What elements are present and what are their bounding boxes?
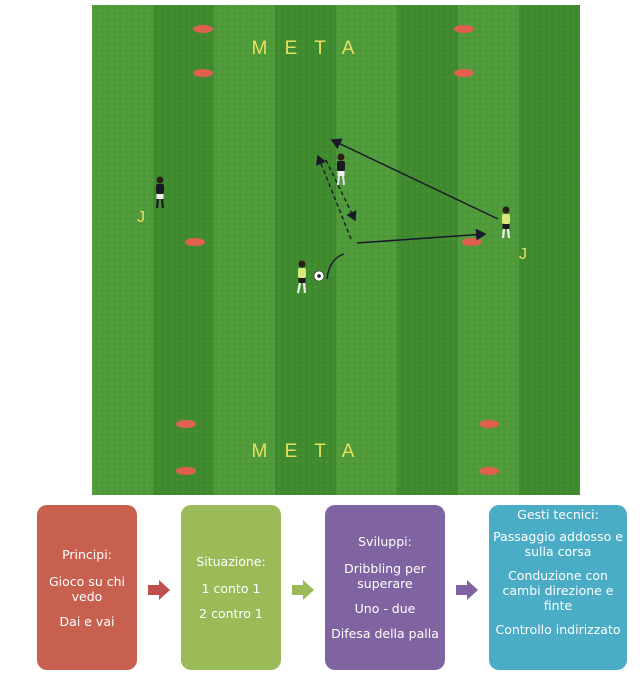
box-principi-line: Gioco su chi vedo — [49, 573, 125, 604]
cone — [185, 238, 205, 246]
box-sviluppi-line: Dribbling per superare — [344, 561, 426, 591]
training-pitch: M E T A M E T A J J — [92, 5, 580, 495]
cone — [176, 467, 196, 475]
run-arrow-dashed — [315, 154, 352, 240]
cones — [176, 25, 499, 475]
cone — [454, 25, 474, 33]
box-principi-line: Dai e vai — [59, 613, 115, 629]
meta-label-top: M E T A — [252, 38, 361, 59]
player-label-right: J — [519, 246, 527, 263]
pass-arrow-back — [330, 138, 499, 220]
player-center-dark — [336, 153, 346, 186]
cone — [193, 69, 213, 77]
box-gesti-line: Passaggio addosso e sulla corsa — [493, 529, 623, 559]
dribble-arrow — [326, 253, 345, 280]
pass-arrow-right — [356, 228, 487, 244]
box-situazione: Situazione: 1 conto 1 2 contro 1 — [181, 505, 281, 670]
box-situazione-line: 1 conto 1 — [201, 581, 261, 596]
ball — [313, 270, 325, 282]
box-gesti-title: Gesti tecnici: — [517, 507, 599, 522]
cone — [176, 420, 196, 428]
cone — [479, 467, 499, 475]
box-sviluppi-line: Difesa della palla — [331, 626, 439, 641]
arrow-right-icon — [292, 580, 314, 600]
movement-arrows — [315, 138, 499, 280]
box-sviluppi-title: Sviluppi: — [358, 534, 412, 549]
cone — [479, 420, 499, 428]
player-center-yellow — [296, 260, 307, 294]
cone — [193, 25, 213, 33]
grass-stripes — [92, 5, 580, 495]
box-gesti-tecnici: Gesti tecnici: Passaggio addosso e sulla… — [489, 505, 627, 670]
arrow-right-icon — [148, 580, 170, 600]
player-left-dark — [155, 176, 165, 209]
box-sviluppi: Sviluppi: Dribbling per superare Uno - d… — [325, 505, 445, 670]
box-sviluppi-line: Uno - due — [354, 601, 416, 616]
box-principi: Principi: Gioco su chi vedo Dai e vai — [37, 505, 137, 670]
box-situazione-title: Situazione: — [196, 554, 266, 569]
cone — [462, 238, 482, 246]
player-right-yellow — [501, 206, 511, 239]
cone — [454, 69, 474, 77]
box-situazione-line: 2 contro 1 — [199, 606, 263, 621]
player-label-left: J — [137, 209, 145, 226]
box-gesti-line: Controllo indirizzato — [495, 622, 621, 637]
box-gesti-line: Conduzione con cambi direzione e finte — [502, 568, 614, 613]
meta-label-bottom: M E T A — [252, 441, 361, 462]
box-principi-title: Principi: — [62, 546, 112, 562]
arrow-right-icon — [456, 580, 478, 600]
